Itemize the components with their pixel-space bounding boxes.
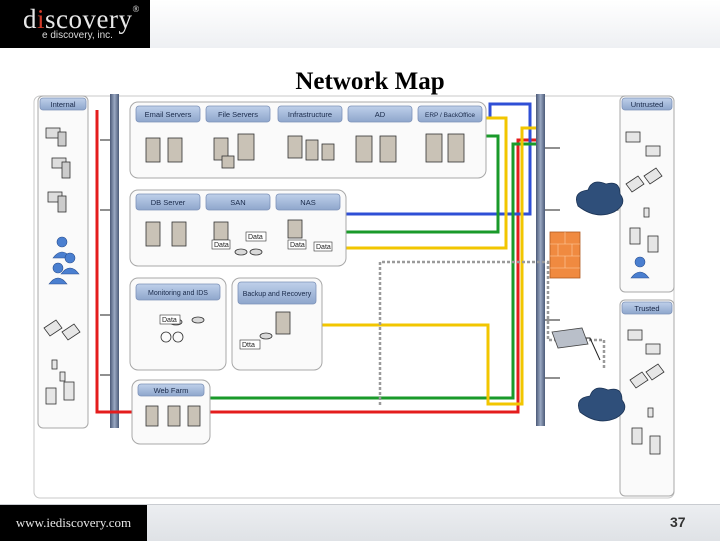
server-icon [145,221,187,247]
user-icon [48,262,68,285]
disk-icon [249,248,263,256]
label-file-servers: File Servers [218,110,258,119]
logo-text-accent: i [37,4,46,34]
footer-bar: www.iediscovery.com [0,504,720,541]
label-backup: Backup and Recovery [243,291,312,298]
desktop-icon [645,343,661,355]
server-icon [287,219,303,239]
server-icon [425,133,465,163]
label-ad: AD [375,110,386,119]
connection-blue [346,102,532,216]
label-monitoring: Monitoring and IDS [148,290,208,297]
laptop-icon [645,363,665,381]
server-icon [145,137,183,163]
desktop-icon [627,329,643,341]
laptop-icon [643,167,663,185]
data-label: Data [214,242,229,249]
tablet-icon [649,435,661,455]
label-db-server: DB Server [151,198,186,207]
disk-icon [259,332,273,340]
label-untrusted: Untrusted [631,100,664,109]
cloud-icon [577,387,626,422]
panel-trusted [619,299,675,497]
server-icon [213,221,229,241]
logo-text-rest: scovery [45,4,133,34]
data-label: Data [248,234,263,241]
label-san: SAN [230,198,245,207]
connection-green [210,134,536,400]
tablet-icon [45,387,57,405]
label-erp: ERP / BackOffice [425,112,475,119]
diagram-frame [33,95,675,499]
desktop-icon [645,145,661,157]
label-nas: NAS [300,198,315,207]
desktop-icon [625,131,641,143]
router-icon [551,327,589,349]
cloud-icon [575,181,624,216]
backbone-bar-right [536,94,545,426]
footer-url[interactable]: www.iediscovery.com [0,505,147,541]
logo-registered-mark: ® [132,4,140,14]
disk-icon [160,331,172,343]
server-icon [287,135,335,161]
label-trusted: Trusted [634,304,659,313]
page-title: Network Map [295,68,445,95]
label-infrastructure: Infrastructure [288,110,332,119]
connection-yellow [322,116,536,406]
data-label: Data [162,317,177,324]
disk-icon [234,248,248,256]
server-icon [355,135,397,163]
logo: discovery® e discovery, inc. [0,0,150,48]
laptop-icon [61,323,81,341]
laptop-icon [625,175,645,193]
phone-icon [643,207,650,218]
connection-gray [378,260,606,405]
phone-icon [59,371,66,382]
laptop-icon [629,371,649,389]
phone-icon [51,359,58,370]
backbone-bar-left [110,94,119,428]
data-label: Dtta [242,342,255,349]
logo-subtitle: e discovery, inc. [42,30,113,41]
server-icon [275,311,291,335]
label-email-servers: Email Servers [145,110,192,119]
tablet-icon [631,427,643,445]
phone-icon [647,407,654,418]
disk-icon [191,316,205,324]
tablet-icon [647,235,659,253]
panel-untrusted [619,95,675,293]
data-label: Data [290,242,305,249]
connection-red [95,110,536,414]
server-icon [213,133,255,169]
user-icon [60,252,80,275]
data-label: Data [316,244,331,251]
disk-icon [172,331,184,343]
tablet-icon [629,227,641,245]
page-number: 37 [670,514,686,530]
user-icon [630,256,650,279]
tablet-icon [63,381,75,401]
logo-text-prefix: d [23,4,37,34]
label-internal: Internal [50,100,75,109]
label-web-farm: Web Farm [154,386,189,395]
server-icon [145,405,201,427]
panel-internal [37,95,89,429]
firewall-icon [549,231,581,279]
laptop-icon [43,319,63,337]
